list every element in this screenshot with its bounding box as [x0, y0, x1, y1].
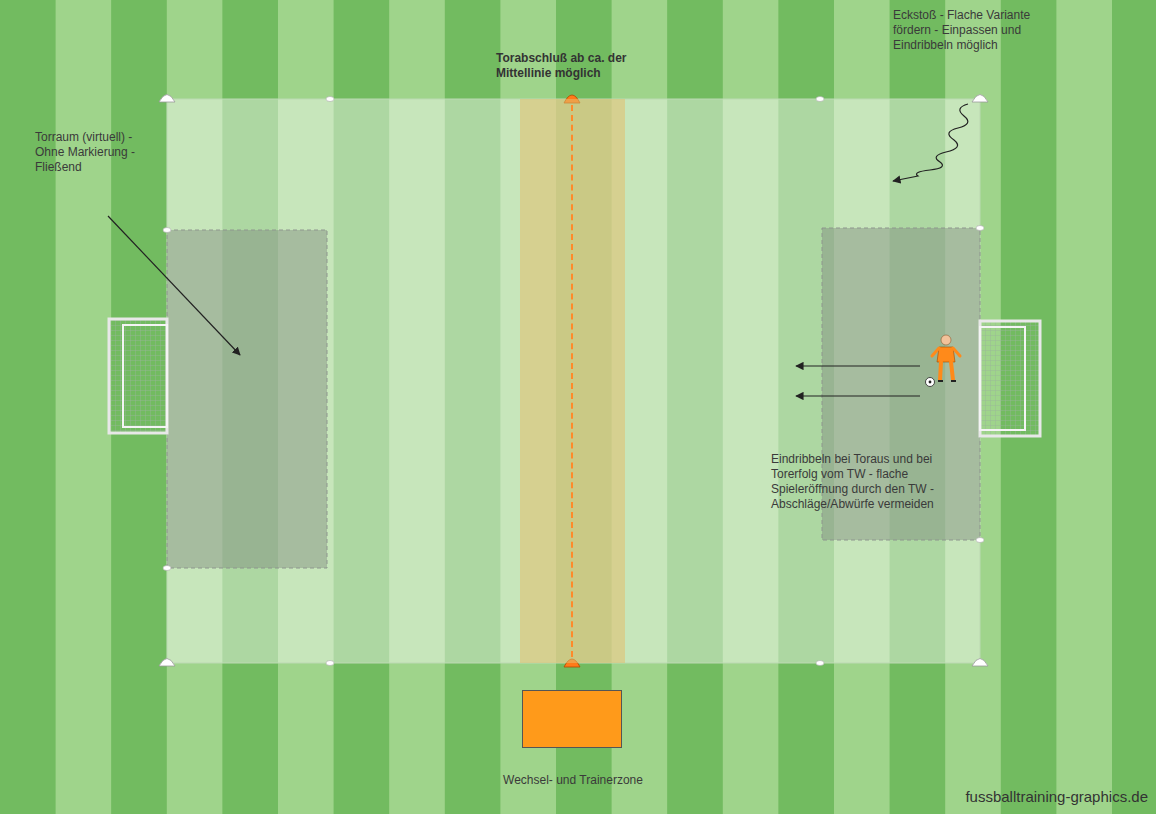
watermark: fussballtraining-graphics.de [965, 788, 1148, 806]
grass-stripe [1112, 0, 1156, 814]
boundary-marks [159, 95, 988, 668]
center-line [571, 105, 573, 657]
goalkeeper-figure [926, 335, 961, 387]
grass-stripe [0, 0, 56, 814]
leader-arrow [108, 216, 240, 355]
goal-left [109, 319, 167, 433]
goalkeeper-note: Eindribbeln bei Toraus und bei Torerfolg… [771, 452, 976, 512]
goal-area-note: Torraum (virtuell) - Ohne Markierung - F… [35, 130, 165, 175]
field-area [167, 99, 980, 663]
corner-note: Eckstoß - Flache Variante fördern - Einp… [893, 8, 1063, 53]
goal-area [167, 230, 327, 568]
dribble-arrow [796, 365, 920, 366]
zone-heading: Wechsel- und Trainerzone [473, 773, 673, 788]
dribble-arrow [796, 395, 920, 396]
shooting-band: Torabschluß ab ca. der Mittellinie mögli… [520, 99, 625, 663]
wavy-arrow [893, 104, 968, 181]
substitution-zone: Wechsel- und Trainerzone [522, 690, 622, 748]
grass-stripe [1056, 0, 1112, 814]
goal-right [980, 321, 1040, 436]
zone-heading: Torabschluß ab ca. der Mittellinie mögli… [496, 51, 671, 81]
grass-stripe [56, 0, 112, 814]
